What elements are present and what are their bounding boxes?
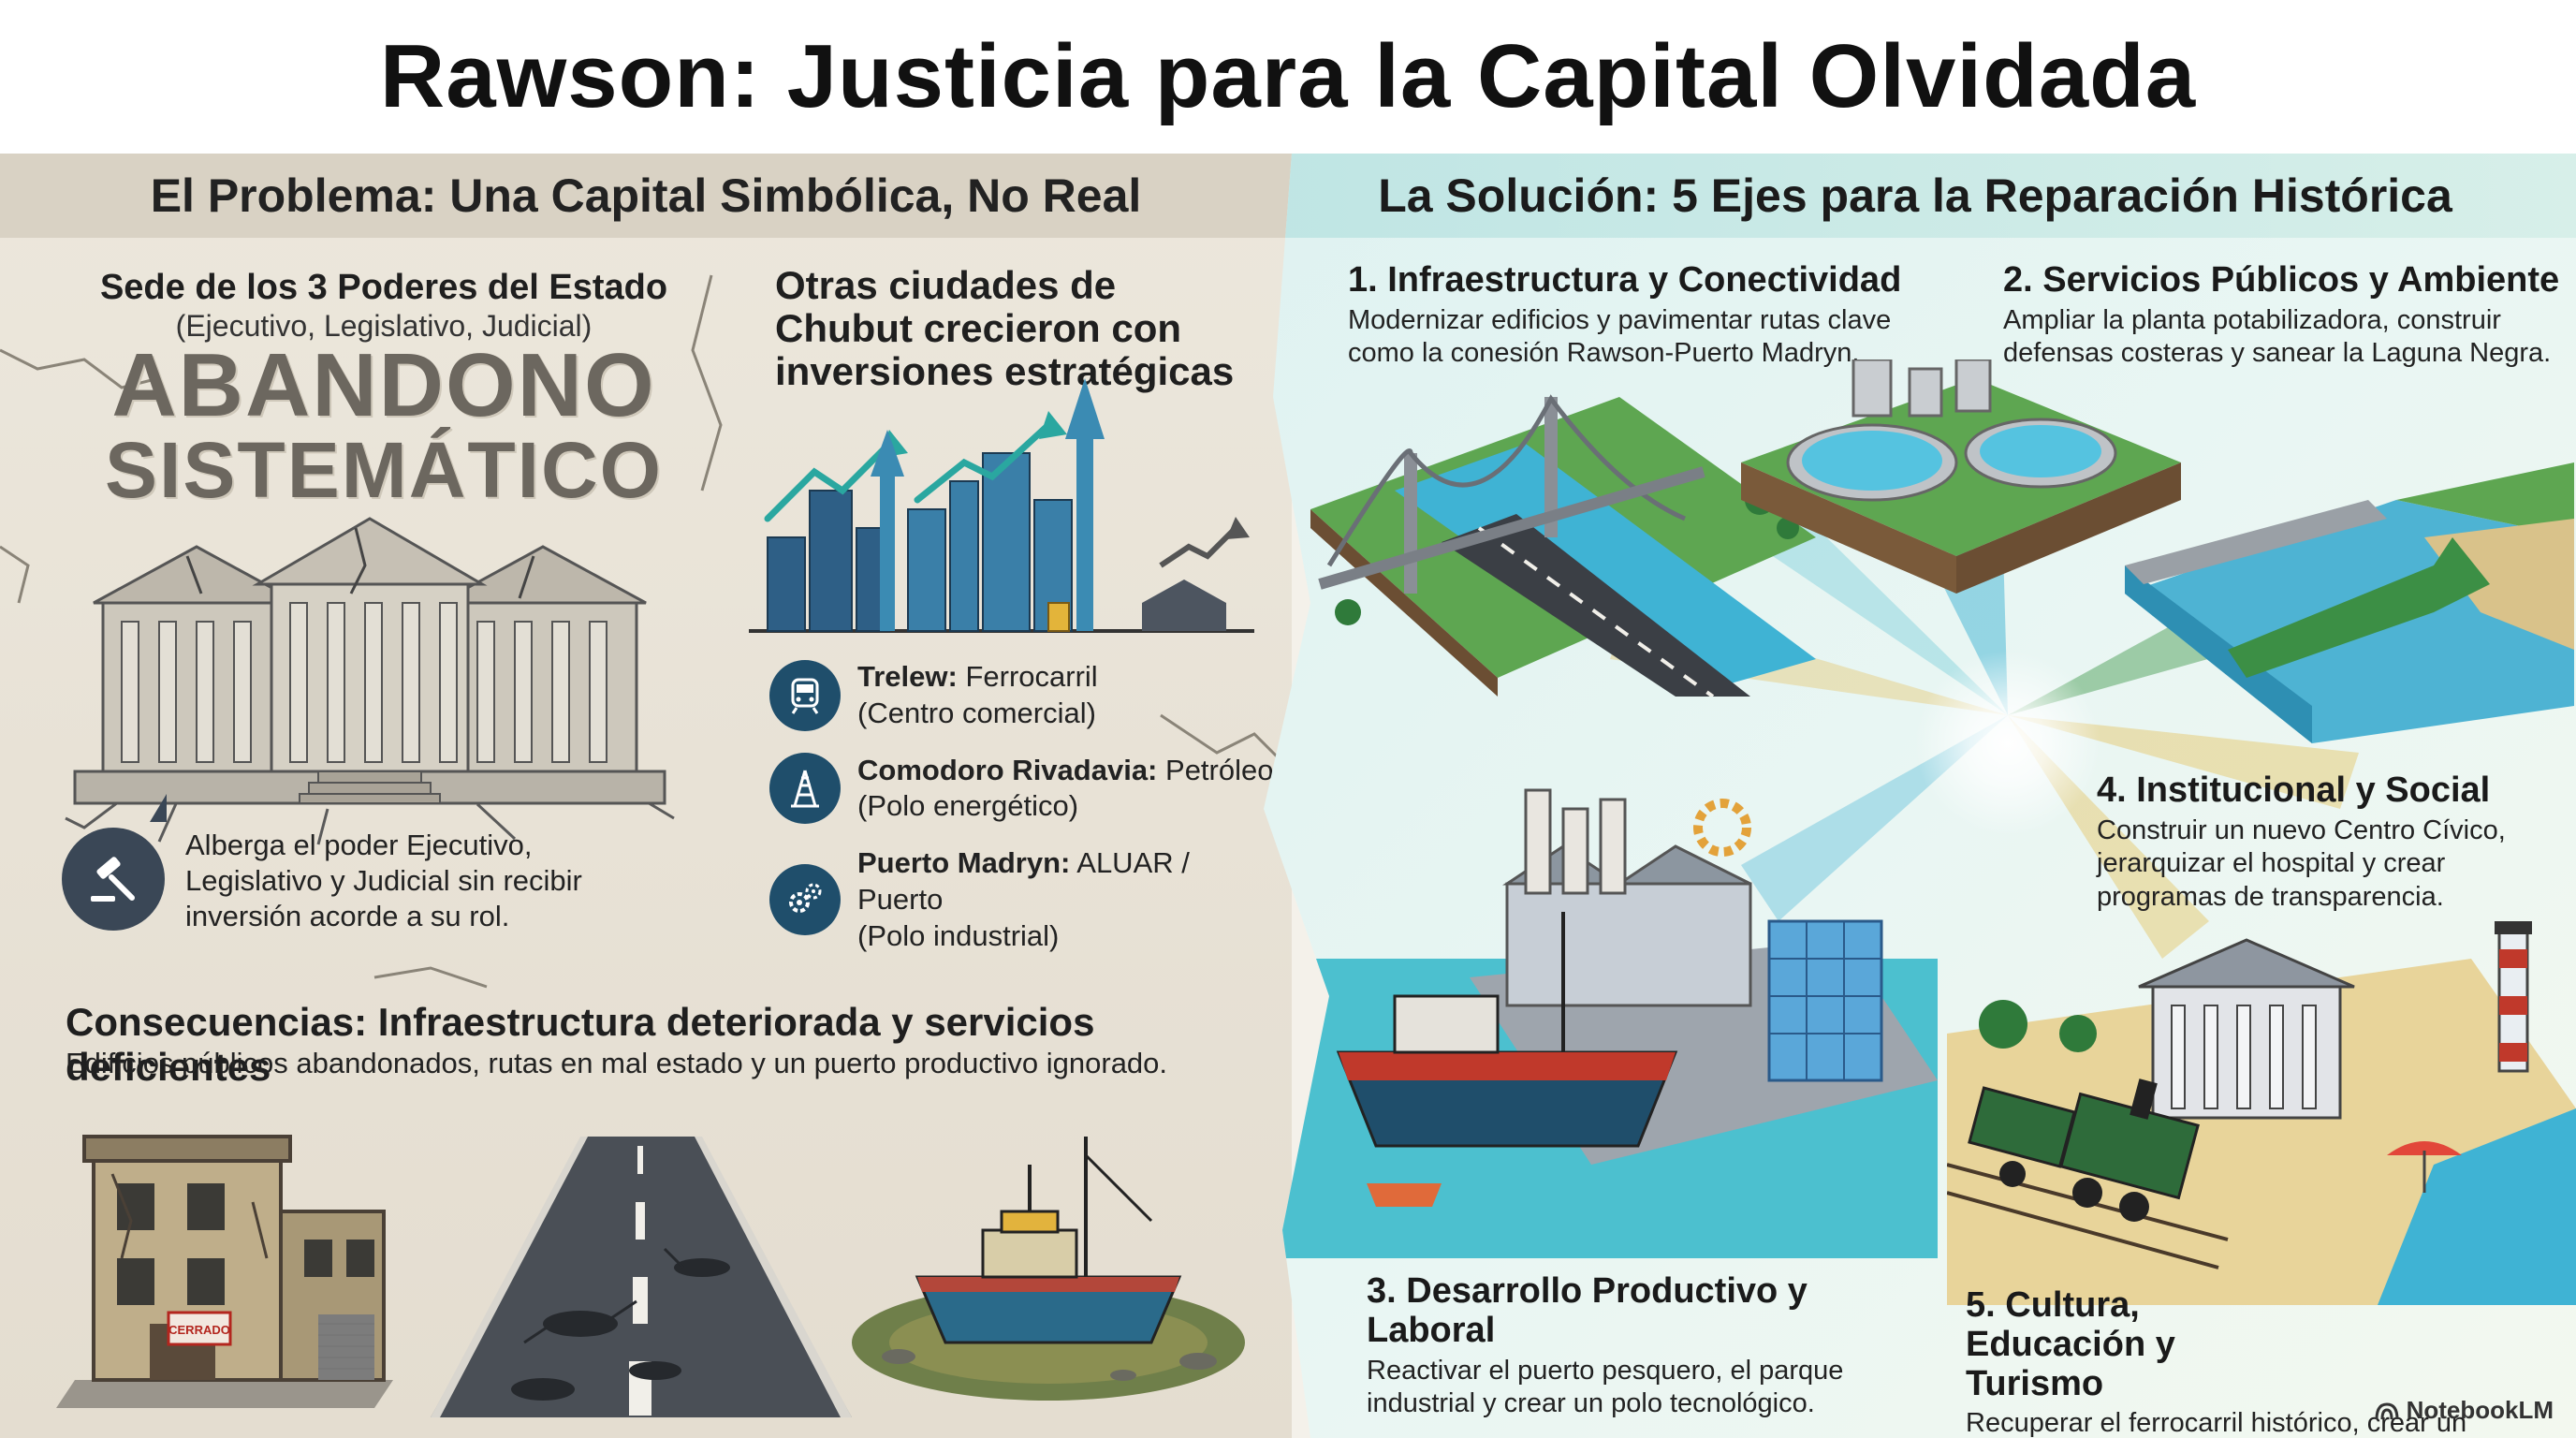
crumbling-capitol-illustration: [65, 517, 675, 845]
eje-title: 4. Institucional y Social: [2097, 770, 2491, 810]
title-bar: Rawson: Justicia para la Capital Olvidad…: [0, 0, 2576, 154]
city-desc: Ferrocarril: [965, 660, 1098, 693]
eje-text: Modernizar edificios y pavimentar rutas …: [1348, 304, 1892, 369]
alberga-text: Alberga el poder Ejecutivo, Legislativo …: [185, 829, 582, 932]
solution-banner-text: La Solución: 5 Ejes para la Reparación H…: [1378, 169, 2452, 222]
eje-title: 3. Desarrollo Productivo y Laboral: [1367, 1271, 1808, 1350]
eje-text: Ampliar la planta potabilizadora, constr…: [2003, 304, 2552, 369]
eje-infraestructura: 1. Infraestructura y Conectividad Modern…: [1348, 260, 1910, 371]
city-desc: ALUAR / Puerto: [857, 846, 1190, 916]
sede-subtitle: (Ejecutivo, Legislativo, Judicial): [175, 309, 593, 343]
cracked-road-illustration: [431, 1137, 852, 1417]
consecuencias-title: Consecuencias: Infraestructura deteriora…: [66, 1000, 1095, 1089]
page-title: Rawson: Justicia para la Capital Olvidad…: [379, 26, 2197, 126]
problem-panel: El Problema: Una Capital Simbólica, No R…: [0, 154, 1292, 1438]
water-plant-illustration: [1741, 360, 2181, 594]
city-name: Comodoro Rivadavia:: [857, 753, 1158, 786]
city-name: Puerto Madryn:: [857, 846, 1071, 879]
sede-title: Sede de los 3 Poderes del Estado: [99, 268, 668, 307]
problem-banner: El Problema: Una Capital Simbólica, No R…: [0, 154, 1292, 238]
problem-banner-text: El Problema: Una Capital Simbólica, No R…: [150, 169, 1142, 222]
central-light-burst: [1914, 650, 2101, 837]
speech-tail-icon: [150, 794, 167, 822]
otras-ciudades-title: Otras ciudades de Chubut crecieron con i…: [775, 263, 1235, 394]
notebooklm-logo-icon: [2375, 1401, 2399, 1419]
city-name: Trelew:: [857, 660, 958, 693]
coastal-defense-illustration: [2125, 462, 2574, 743]
city-puerto-madryn: Puerto Madryn: ALUAR / Puerto (Polo indu…: [769, 845, 1275, 954]
eje-institucional: 4. Institucional y Social Construir un n…: [2097, 770, 2574, 914]
notebooklm-text: NotebookLM: [2406, 1396, 2554, 1424]
eje-title: 1. Infraestructura y Conectividad: [1348, 260, 1902, 300]
eje-servicios: 2. Servicios Públicos y Ambiente Ampliar…: [2003, 260, 2565, 371]
eje-productivo: 3. Desarrollo Productivo y Laboral React…: [1367, 1271, 1928, 1420]
eje-text: Construir un nuevo Centro Cívico, jerarq…: [2097, 814, 2506, 912]
abandono-line1: ABANDONO: [111, 335, 656, 435]
city-sub: (Centro comercial): [857, 696, 1096, 729]
city-comodoro: Comodoro Rivadavia: Petróleo (Polo energ…: [769, 753, 1275, 826]
culture-tourism-illustration: [1947, 921, 2576, 1305]
stranded-boat-illustration: [852, 1137, 1245, 1401]
closed-sign-text: CERRADO: [168, 1323, 230, 1337]
notebooklm-brand: NotebookLM: [2375, 1396, 2554, 1425]
consecuencias-subtitle: Edificios públicos abandonados, rutas en…: [66, 1047, 1168, 1079]
city-trelew: Trelew: Ferrocarril (Centro comercial): [769, 659, 1275, 732]
city-sub: (Polo energético): [857, 789, 1079, 823]
growing-skyline-illustration: [749, 378, 1254, 633]
abandono-heading: ABANDONO SISTEMÁTICO: [56, 335, 711, 514]
city-desc: Petróleo: [1165, 753, 1274, 786]
eje-text: Reactivar el puerto pesquero, el parque …: [1367, 1355, 1844, 1418]
crack-lines: [0, 274, 1292, 989]
port-industry-illustration: [1282, 788, 1938, 1258]
cities-list: Trelew: Ferrocarril (Centro comercial) C…: [769, 659, 1275, 975]
abandono-line2: SISTEMÁTICO: [104, 426, 663, 514]
eje-title: 2. Servicios Públicos y Ambiente: [2003, 260, 2560, 300]
train-icon: [769, 659, 841, 731]
gavel-icon: [62, 828, 165, 931]
abandoned-building-illustration: CERRADO: [56, 1135, 393, 1408]
city-sub: (Polo industrial): [857, 918, 1060, 952]
closed-sign: CERRADO: [167, 1311, 232, 1346]
gears-icon: [769, 864, 841, 936]
eje-title: 5. Cultura, Educación y Turismo: [1966, 1285, 2175, 1403]
bridge-road-illustration: [1310, 394, 1816, 697]
solution-panel: La Solución: 5 Ejes para la Reparación H…: [1264, 154, 2576, 1438]
solution-banner: La Solución: 5 Ejes para la Reparación H…: [1264, 154, 2576, 238]
oil-rig-icon: [769, 753, 841, 825]
